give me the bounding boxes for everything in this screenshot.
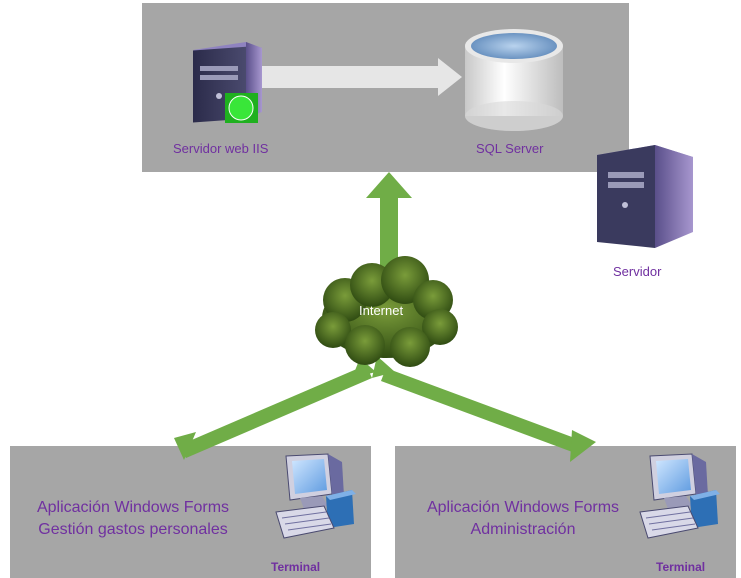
app-right-line1: Aplicación Windows Forms: [426, 499, 620, 516]
internet-label: Internet: [359, 303, 404, 318]
sql-server-label: SQL Server: [476, 141, 544, 156]
app-right-line2: Administración: [470, 521, 576, 538]
internet-to-right-client-arrow: [372, 356, 596, 462]
internet-to-left-client-arrow: [174, 358, 376, 460]
computer-terminal-icon: [639, 453, 720, 539]
app-left-line1: Aplicación Windows Forms: [36, 499, 230, 516]
app-left-line2: Gestión gastos personales: [38, 521, 228, 538]
terminal-left-label: Terminal: [271, 560, 321, 574]
database-cylinder-icon: [465, 29, 563, 131]
web-server-label: Servidor web IIS: [173, 141, 269, 156]
server-label: Servidor: [613, 264, 662, 279]
server-tower-icon: [597, 145, 693, 248]
app-right-label: Aplicación Windows Forms Administración: [404, 497, 642, 541]
computer-terminal-icon: [275, 453, 356, 539]
internet-to-server-arrow: [366, 172, 412, 278]
cloud-icon: [315, 256, 458, 367]
status-light-icon: [225, 93, 258, 123]
webserver-to-sql-arrow: [262, 58, 462, 96]
terminal-right-label: Terminal: [656, 560, 706, 574]
app-left-label: Aplicación Windows Forms Gestión gastos …: [14, 497, 252, 541]
